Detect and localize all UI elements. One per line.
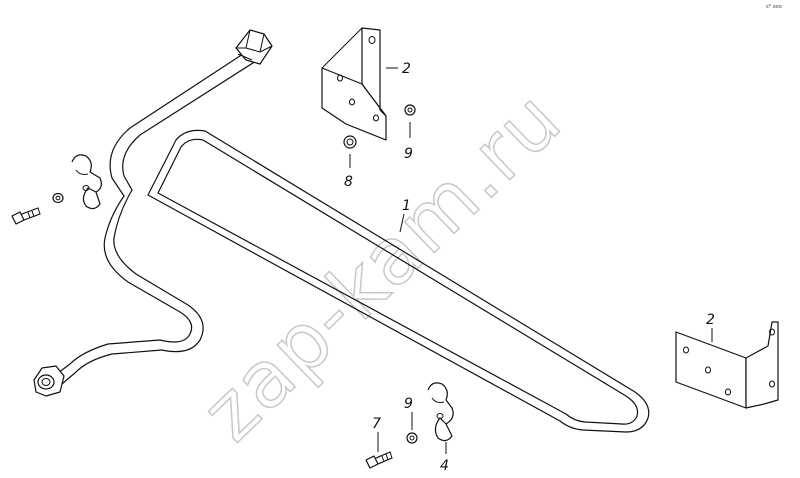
callout-9-top: 9 [404, 146, 413, 162]
callout-8: 8 [344, 174, 353, 190]
washer-9-bottom [406, 432, 418, 444]
tube-upper-run-a [109, 51, 247, 197]
clamp-bottom [427, 382, 454, 442]
callout-7: 7 [372, 416, 381, 432]
tube-upper-run-b [122, 60, 257, 191]
tube-lower-run-a [53, 195, 193, 377]
bottom-union-nut [33, 365, 65, 397]
callout-4: 4 [440, 458, 449, 474]
callout-2-right: 2 [706, 312, 715, 328]
bracket-top [321, 27, 387, 141]
bolt-bottom [365, 451, 393, 469]
callout-2-top: 2 [402, 61, 411, 77]
tube-lower-run-b [61, 189, 204, 385]
washer-9-top [404, 104, 416, 116]
leader-lines [349, 67, 713, 454]
tube-assembly [33, 29, 650, 433]
nut-8 [343, 135, 357, 149]
tube-loop-inner [157, 138, 639, 425]
bolt-left [11, 207, 41, 225]
callout-9-bottom: 9 [404, 396, 413, 412]
washer-left [52, 192, 64, 204]
corner-code: s* ooo [766, 4, 782, 10]
callout-1: 1 [402, 198, 411, 214]
top-union-nut [235, 29, 273, 65]
bracket-right [675, 321, 779, 409]
clamp-left [71, 154, 102, 210]
tube-loop-outer [147, 129, 650, 433]
